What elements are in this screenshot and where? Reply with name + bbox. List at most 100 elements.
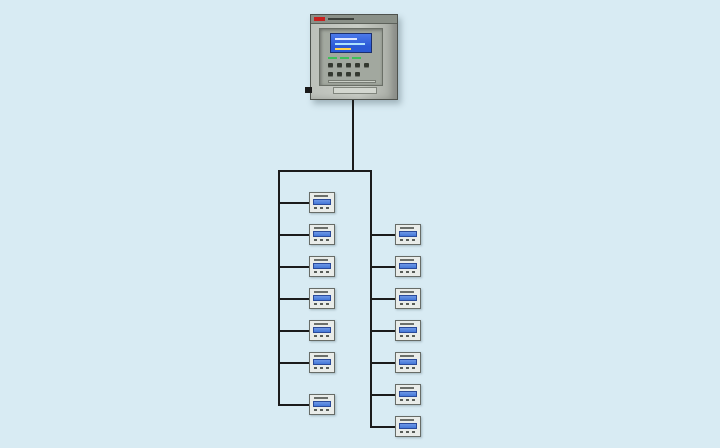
wire-stub-right: [370, 394, 396, 396]
panel-button: [337, 63, 342, 68]
detector-display: [399, 391, 417, 397]
wire-stub-left: [278, 202, 310, 204]
gas-detector: [395, 416, 421, 437]
detector-label: [314, 397, 328, 399]
gas-detector: [395, 352, 421, 373]
gas-alarm-controller: [305, 14, 398, 100]
detector-display: [313, 295, 331, 301]
panel-button: [328, 63, 333, 68]
detector-label: [400, 387, 414, 389]
detector-display: [399, 295, 417, 301]
detector-terminals: [400, 335, 416, 337]
button-row: [328, 72, 360, 77]
detector-display: [399, 423, 417, 429]
detector-label: [400, 323, 414, 325]
panel-button: [355, 63, 360, 68]
gas-detector: [309, 224, 335, 245]
detector-terminals: [400, 367, 416, 369]
side-handle: [305, 87, 312, 93]
detector-terminals: [400, 271, 416, 273]
gas-detector: [309, 192, 335, 213]
detector-label: [400, 419, 414, 421]
wire-stub-right: [370, 330, 396, 332]
detector-label: [314, 227, 328, 229]
detector-terminals: [314, 239, 330, 241]
detector-display: [399, 359, 417, 365]
panel-button: [355, 72, 360, 77]
detector-label: [314, 291, 328, 293]
detector-label: [314, 323, 328, 325]
wire-left-bus: [278, 170, 280, 406]
detector-terminals: [400, 239, 416, 241]
lcd-display: [330, 33, 372, 53]
controller-front-panel: [319, 28, 383, 86]
green-indicator: [340, 57, 349, 59]
gas-detector: [309, 320, 335, 341]
detector-terminals: [314, 303, 330, 305]
lcd-text-line: [335, 38, 357, 40]
wire-stub-right: [370, 362, 396, 364]
wire-stub-left: [278, 404, 310, 406]
detector-label: [314, 195, 328, 197]
detector-terminals: [314, 271, 330, 273]
detector-label: [400, 227, 414, 229]
gas-detector: [395, 384, 421, 405]
detector-display: [313, 231, 331, 237]
wire-stub-left: [278, 362, 310, 364]
lcd-text-line: [335, 48, 351, 50]
detector-display: [313, 359, 331, 365]
panel-button: [346, 72, 351, 77]
indicator-row: [328, 57, 361, 59]
detector-terminals: [400, 399, 416, 401]
detector-terminals: [314, 207, 330, 209]
gas-detector: [395, 288, 421, 309]
panel-slot: [328, 80, 376, 83]
gas-detector: [309, 352, 335, 373]
lcd-text-line: [335, 43, 365, 45]
wire-stub-right: [370, 298, 396, 300]
wire-main-drop: [352, 100, 354, 170]
gas-detector: [309, 256, 335, 277]
detector-terminals: [314, 367, 330, 369]
gas-detector: [395, 224, 421, 245]
detector-display: [313, 327, 331, 333]
detector-display: [399, 327, 417, 333]
wire-stub-left: [278, 234, 310, 236]
wire-stub-left: [278, 298, 310, 300]
detector-display: [313, 263, 331, 269]
panel-button: [346, 63, 351, 68]
detector-label: [314, 355, 328, 357]
panel-button: [337, 72, 342, 77]
gas-detector: [309, 288, 335, 309]
green-indicator: [328, 57, 337, 59]
panel-button: [364, 63, 369, 68]
wire-stub-right: [370, 234, 396, 236]
detector-label: [400, 259, 414, 261]
wire-branch-header: [278, 170, 372, 172]
controller-nameplate: [333, 87, 377, 94]
wire-stub-right: [370, 266, 396, 268]
detector-display: [313, 401, 331, 407]
gas-detector: [309, 394, 335, 415]
button-row: [328, 63, 369, 68]
panel-button: [328, 72, 333, 77]
detector-terminals: [314, 409, 330, 411]
detector-display: [313, 199, 331, 205]
wire-stub-right: [370, 426, 396, 428]
controller-model-text: [328, 18, 354, 20]
detector-label: [400, 355, 414, 357]
gas-detector: [395, 320, 421, 341]
gas-detector: [395, 256, 421, 277]
brand-logo: [314, 17, 325, 21]
wire-stub-left: [278, 266, 310, 268]
green-indicator: [352, 57, 361, 59]
detector-label: [314, 259, 328, 261]
detector-terminals: [400, 303, 416, 305]
wire-stub-left: [278, 330, 310, 332]
detector-display: [399, 263, 417, 269]
detector-terminals: [400, 431, 416, 433]
controller-top-band: [311, 15, 397, 24]
detector-label: [400, 291, 414, 293]
detector-terminals: [314, 335, 330, 337]
